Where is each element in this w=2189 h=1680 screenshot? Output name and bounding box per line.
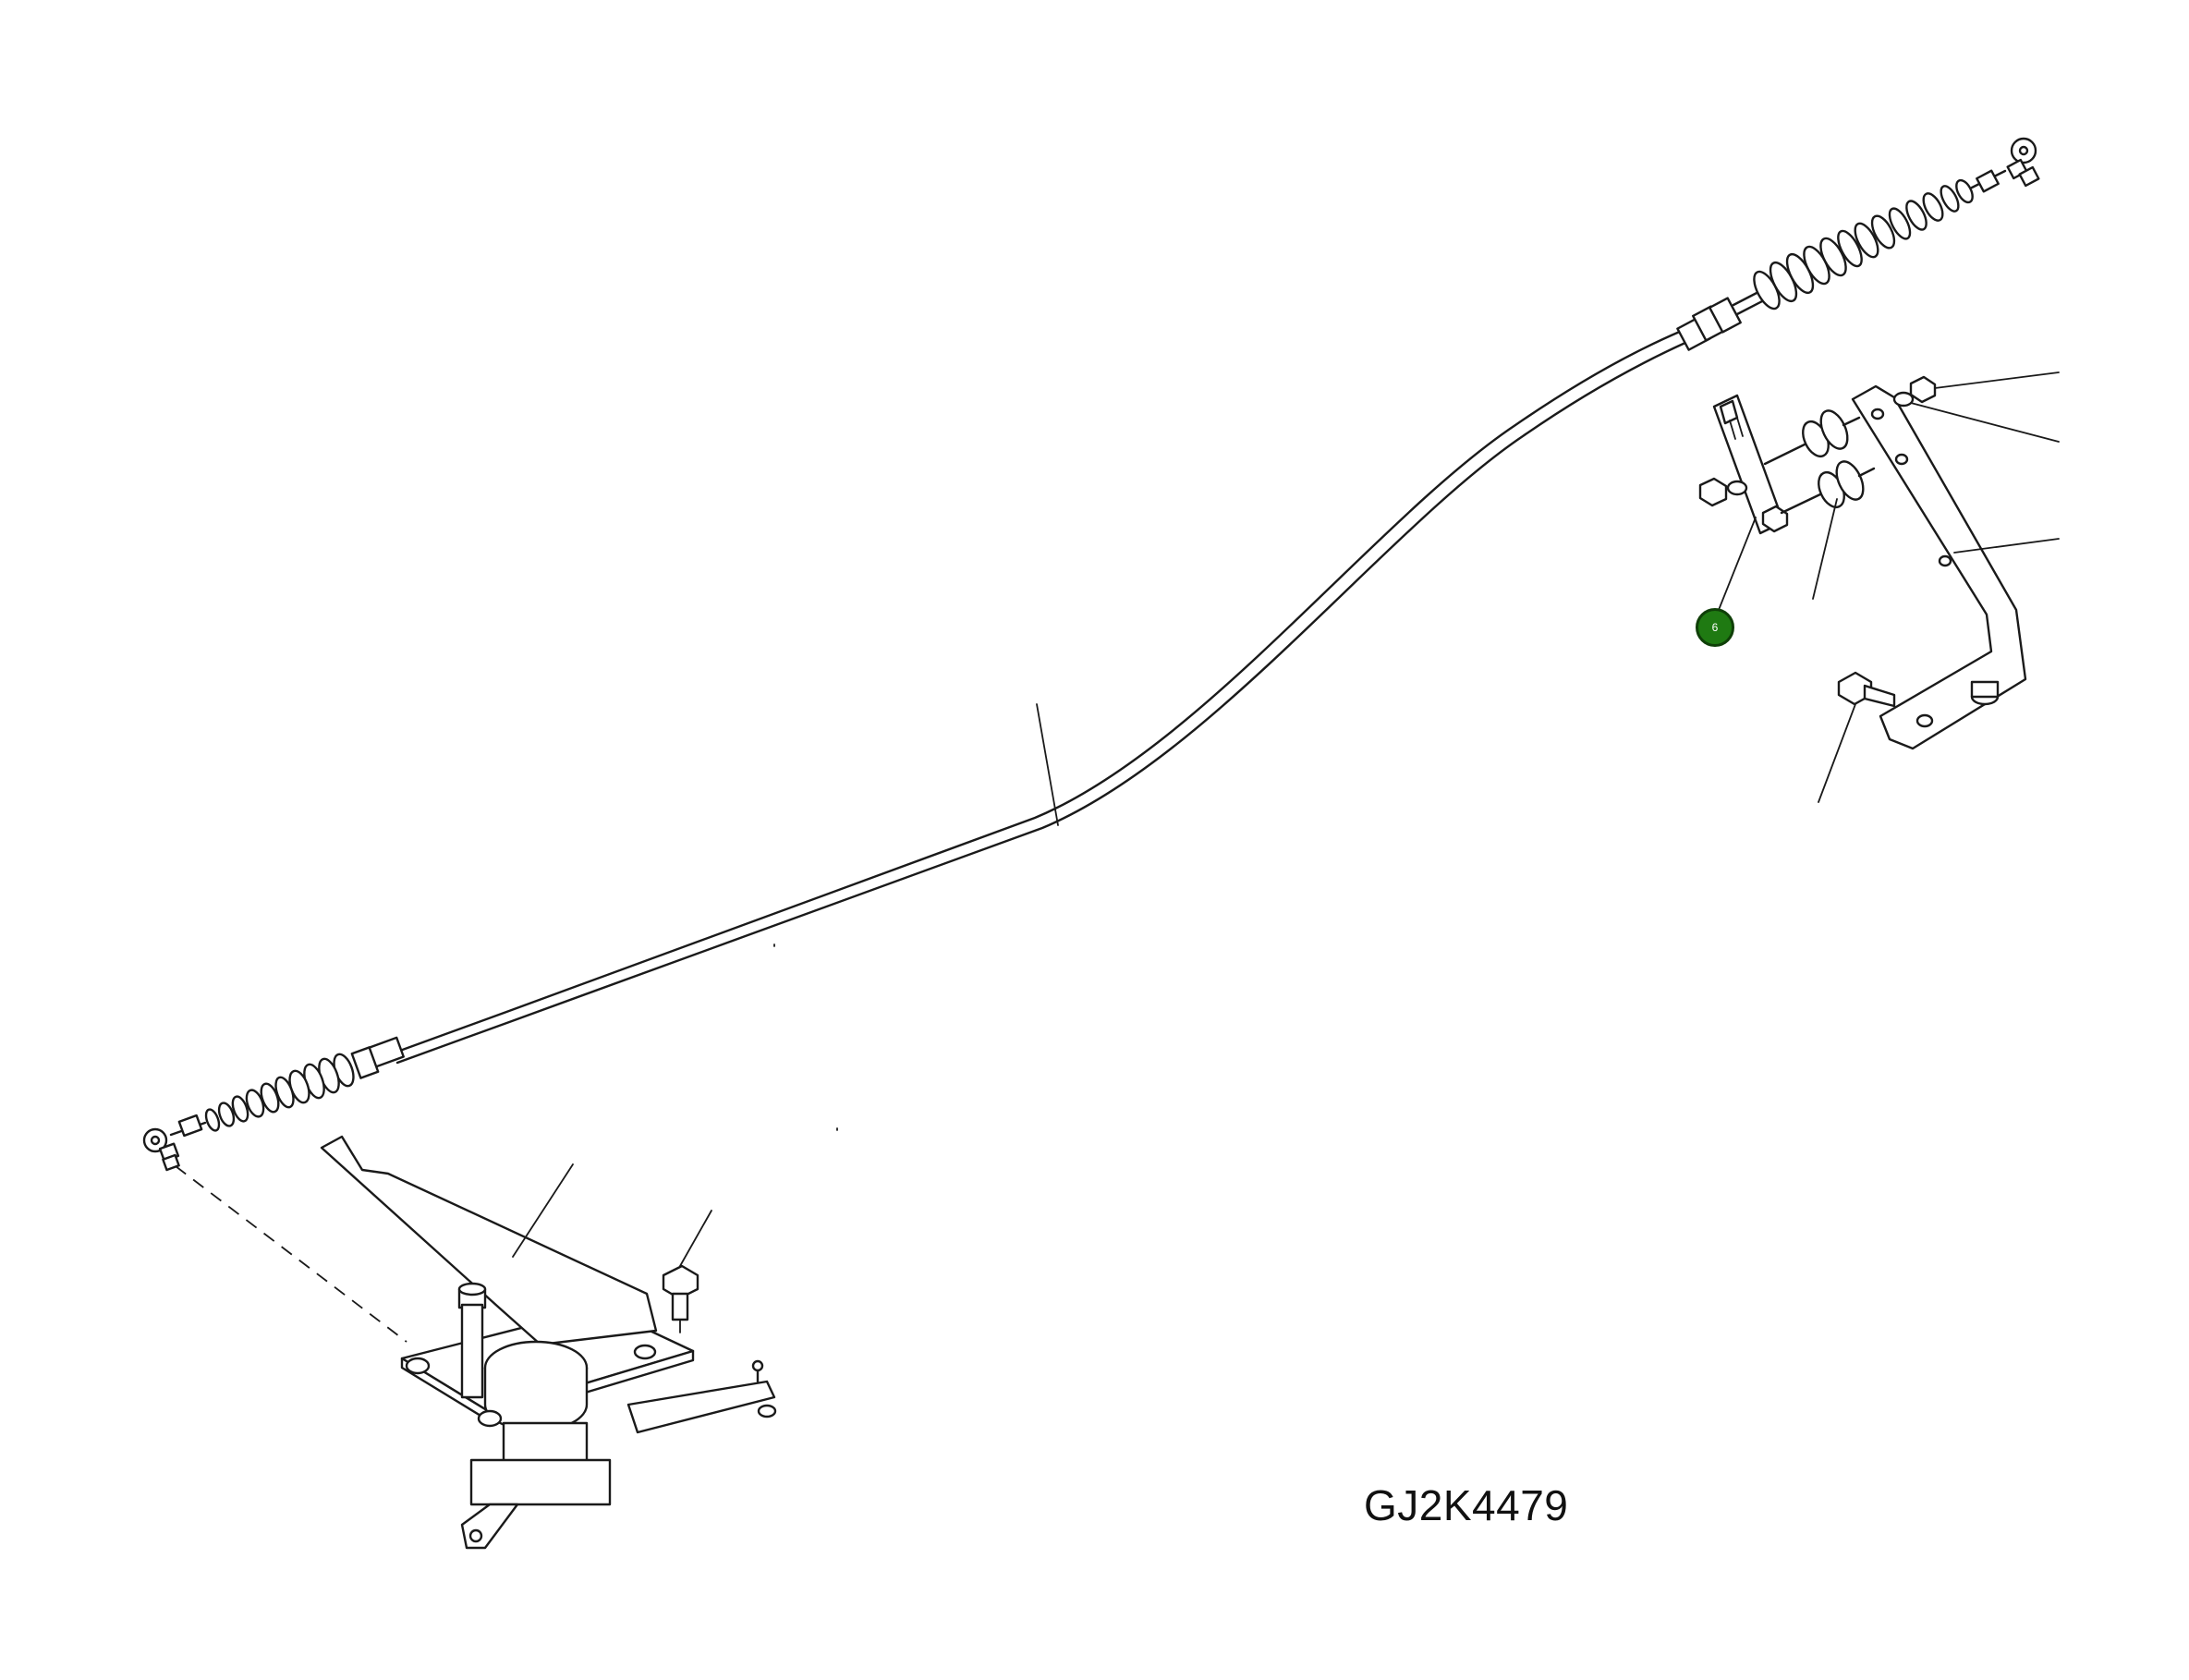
bolt-leader-line — [679, 1210, 712, 1267]
alignment-dashed-line — [175, 1165, 407, 1343]
cable-leader-line — [1036, 703, 1059, 826]
lever-leader-line — [512, 1163, 574, 1258]
callout-6-leader-line — [1718, 517, 1757, 611]
callout-marker-6[interactable]: 6 — [1696, 608, 1734, 647]
washer-leader-line — [1910, 402, 2060, 443]
right-cable-nuts — [1676, 289, 1766, 351]
figure-code: GJ2K4479 — [1364, 1481, 1569, 1529]
left-rod-end — [142, 1114, 207, 1172]
pedal-assembly — [320, 1135, 777, 1550]
control-cable — [142, 137, 2040, 1172]
flange-bolt-leader-line — [1818, 703, 1856, 803]
callout-marker-label: 6 — [1711, 621, 1719, 634]
isolator-leader-line — [1812, 498, 1838, 600]
rubber-isolators — [1763, 409, 1876, 600]
right-cable-boot — [1753, 178, 1974, 310]
right-rod-end — [1970, 137, 2040, 193]
nut-leader-line — [1934, 371, 2060, 389]
bracket-leader-line — [1953, 538, 2060, 554]
left-cable-boot — [204, 1053, 355, 1132]
pedal-mount-bolt — [662, 1210, 712, 1333]
mounting-bracket-assembly — [1698, 371, 2060, 803]
